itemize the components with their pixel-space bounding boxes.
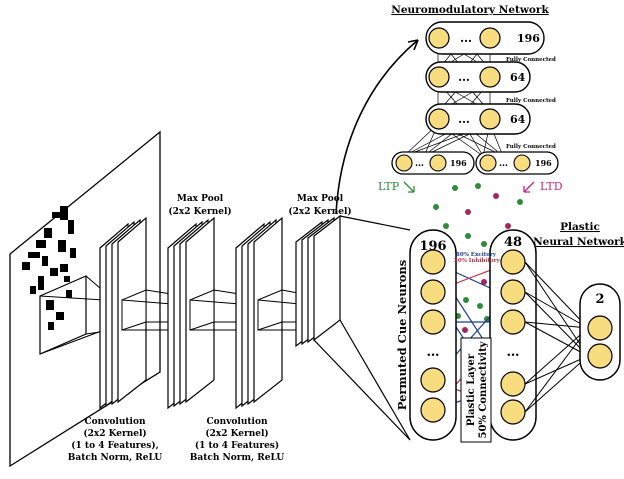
neuromod-neuron bbox=[428, 27, 450, 49]
neuromod-neuron bbox=[479, 108, 501, 130]
neuromod-neuron bbox=[395, 154, 413, 172]
plastic-network: Plastic Neural Network 196 … Permuted Cu… bbox=[395, 221, 624, 443]
plastic-hidden-neuron bbox=[500, 309, 526, 335]
plastic-input-neuron bbox=[420, 367, 446, 393]
neuromod-ellipsis: … bbox=[458, 70, 470, 84]
neuromod-neuron bbox=[428, 108, 450, 130]
neuromod-neuron bbox=[479, 66, 501, 88]
output-connections bbox=[524, 261, 589, 413]
neuromod-connections bbox=[403, 37, 504, 157]
neuromod-neuron bbox=[429, 154, 447, 172]
plastic-layer-label-2: 50% Connectivity bbox=[478, 340, 489, 438]
plastic-hidden-neuron bbox=[500, 279, 526, 305]
neuromod-neuron bbox=[479, 154, 497, 172]
plastic-hidden-neuron bbox=[500, 249, 526, 275]
neuromod-layer-count: 64 bbox=[510, 71, 526, 84]
neuromod-layer-64a bbox=[425, 61, 531, 93]
plastic-input-count: 196 bbox=[419, 239, 446, 254]
neuromod-output-count: 196 bbox=[450, 158, 467, 168]
fc-label: Fully Connected bbox=[506, 144, 556, 150]
excitatory-label: 80% Excitory bbox=[456, 252, 497, 258]
neuromod-ellipsis: … bbox=[415, 159, 424, 169]
conv1-line1: Convolution bbox=[84, 417, 145, 427]
curved-arrow-head bbox=[407, 39, 419, 51]
neuromodulatory-network: Neuromodulatory Network … 196 Fully Conn… bbox=[378, 4, 563, 333]
plastic-input-layer bbox=[409, 229, 457, 441]
maxpool2-line1: Max Pool bbox=[297, 194, 344, 204]
fc-label: Fully Connected bbox=[506, 57, 556, 63]
maxpool1-line2: (2x2 Kernel) bbox=[168, 206, 231, 217]
plastic-layer-box bbox=[460, 337, 492, 443]
permuted-cue-label: Permuted Cue Neurons bbox=[395, 260, 409, 411]
neuromod-layer-count: 64 bbox=[510, 113, 526, 126]
neuromod-layer-count: 196 bbox=[517, 32, 540, 45]
neuromod-layer-64b bbox=[425, 103, 531, 135]
conv2-line4: Batch Norm, ReLU bbox=[190, 453, 285, 463]
ltd-label: LTD bbox=[540, 180, 563, 193]
ltp-label: LTP bbox=[378, 180, 400, 193]
plastic-input-ellipsis: … bbox=[427, 345, 440, 360]
plastic-hidden-neuron bbox=[500, 371, 526, 397]
maxpool2-line2: (2x2 Kernel) bbox=[288, 206, 351, 217]
plastic-output-neuron bbox=[587, 343, 613, 369]
plastic-input-neuron bbox=[420, 309, 446, 335]
ltd-arrow bbox=[523, 181, 535, 193]
plastic-input-neuron bbox=[420, 397, 446, 423]
plastic-hidden-neuron bbox=[500, 399, 526, 425]
neuromod-neuron bbox=[428, 66, 450, 88]
neuromod-neuron bbox=[513, 154, 531, 172]
flatten-projection bbox=[313, 215, 411, 441]
plastic-hidden-ellipsis: … bbox=[507, 345, 520, 360]
conv1-line3: (1 to 4 Features), bbox=[71, 440, 158, 451]
conv2-line3: (1 to 4 Features) bbox=[195, 440, 279, 451]
plastic-output-neuron bbox=[587, 315, 613, 341]
conv1-line4: Batch Norm, ReLU bbox=[68, 453, 163, 463]
conv2-line1: Convolution bbox=[206, 417, 267, 427]
plastic-output-count: 2 bbox=[595, 292, 604, 307]
plastic-title-line1: Plastic bbox=[560, 221, 600, 233]
fc-label: Fully Connected bbox=[506, 98, 556, 104]
conv2-line2: (2x2 Kernel) bbox=[205, 428, 268, 439]
ltp-arrow bbox=[403, 181, 415, 193]
neuromod-ellipsis: … bbox=[499, 159, 508, 169]
conv1-line2: (2x2 Kernel) bbox=[83, 428, 146, 439]
feature-stack-4 bbox=[295, 214, 341, 348]
plastic-input-neuron bbox=[420, 249, 446, 275]
plastic-title-line2: Neural Network bbox=[533, 236, 624, 248]
plastic-input-neuron bbox=[420, 279, 446, 305]
maxpool1-line1: Max Pool bbox=[177, 194, 224, 204]
neuromodulator-dots bbox=[433, 183, 525, 333]
plastic-layer-label-1: Plastic Layer bbox=[466, 353, 477, 426]
plastic-hidden-count: 48 bbox=[504, 235, 522, 250]
neuromod-title: Neuromodulatory Network bbox=[391, 4, 549, 16]
neuromod-ellipsis: … bbox=[460, 31, 472, 45]
neuromod-ellipsis: … bbox=[458, 112, 470, 126]
curved-arrow bbox=[335, 39, 419, 215]
inhibitory-label: 20% Inhibitory bbox=[454, 258, 500, 264]
neuromod-output-count: 196 bbox=[535, 158, 552, 168]
neuromod-neuron bbox=[479, 27, 501, 49]
